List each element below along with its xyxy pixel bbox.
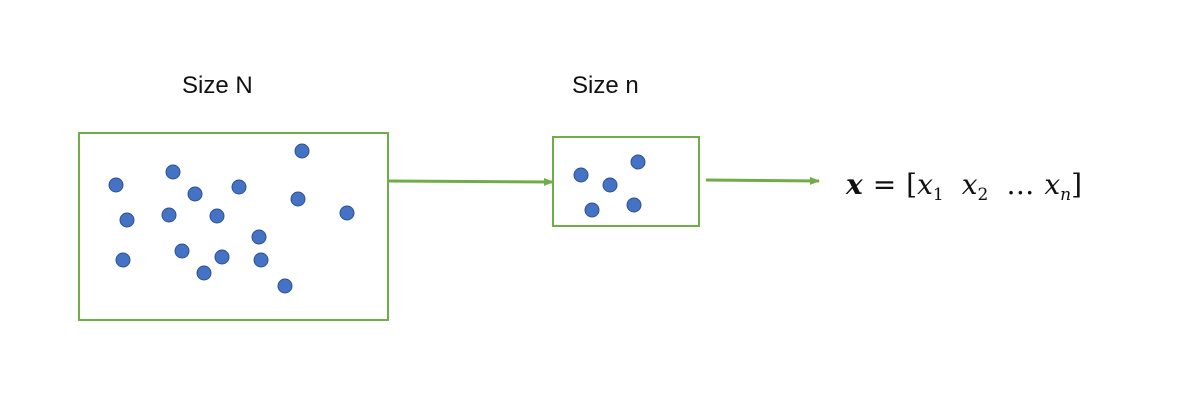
population-dot	[115, 252, 131, 268]
sample-size-label: Size n	[572, 72, 639, 99]
population-dot	[209, 208, 225, 224]
sample-dots	[573, 154, 646, 218]
population-dot	[277, 278, 293, 294]
equals-sign: =	[872, 168, 897, 201]
population-dot	[290, 191, 306, 207]
population-size-label: Size N	[182, 72, 253, 99]
population-dot	[214, 249, 230, 265]
vector-arrow	[705, 176, 820, 185]
sample-dot	[602, 177, 618, 193]
sample-box	[552, 136, 700, 227]
sample-dot	[630, 154, 646, 170]
sample-dot	[573, 167, 589, 183]
open-bracket: [	[906, 168, 918, 201]
element-x2: x2	[961, 168, 989, 205]
population-dot	[196, 265, 212, 281]
population-dot	[339, 205, 355, 221]
population-dot	[174, 243, 190, 259]
population-dots	[108, 143, 355, 294]
population-box	[78, 132, 389, 321]
element-xn: xn	[1044, 168, 1072, 205]
element-x1: x1	[917, 168, 944, 205]
sample-dot	[626, 197, 642, 213]
population-dot	[187, 186, 203, 202]
population-dot	[108, 177, 124, 193]
sample-dot	[584, 202, 600, 218]
close-bracket: ]	[1071, 168, 1083, 201]
population-dot	[253, 252, 269, 268]
ellipsis: …	[1006, 168, 1035, 201]
vector-symbol: x	[846, 168, 863, 201]
population-dot	[165, 164, 181, 180]
population-dot	[119, 212, 135, 228]
population-dot	[161, 207, 177, 223]
sample-vector-formula: x = [ x1 x2 … xn ]	[846, 168, 1083, 205]
population-dot	[231, 179, 247, 195]
sampling-arrow	[387, 177, 554, 186]
population-dot	[251, 229, 267, 245]
population-dot	[294, 143, 310, 159]
